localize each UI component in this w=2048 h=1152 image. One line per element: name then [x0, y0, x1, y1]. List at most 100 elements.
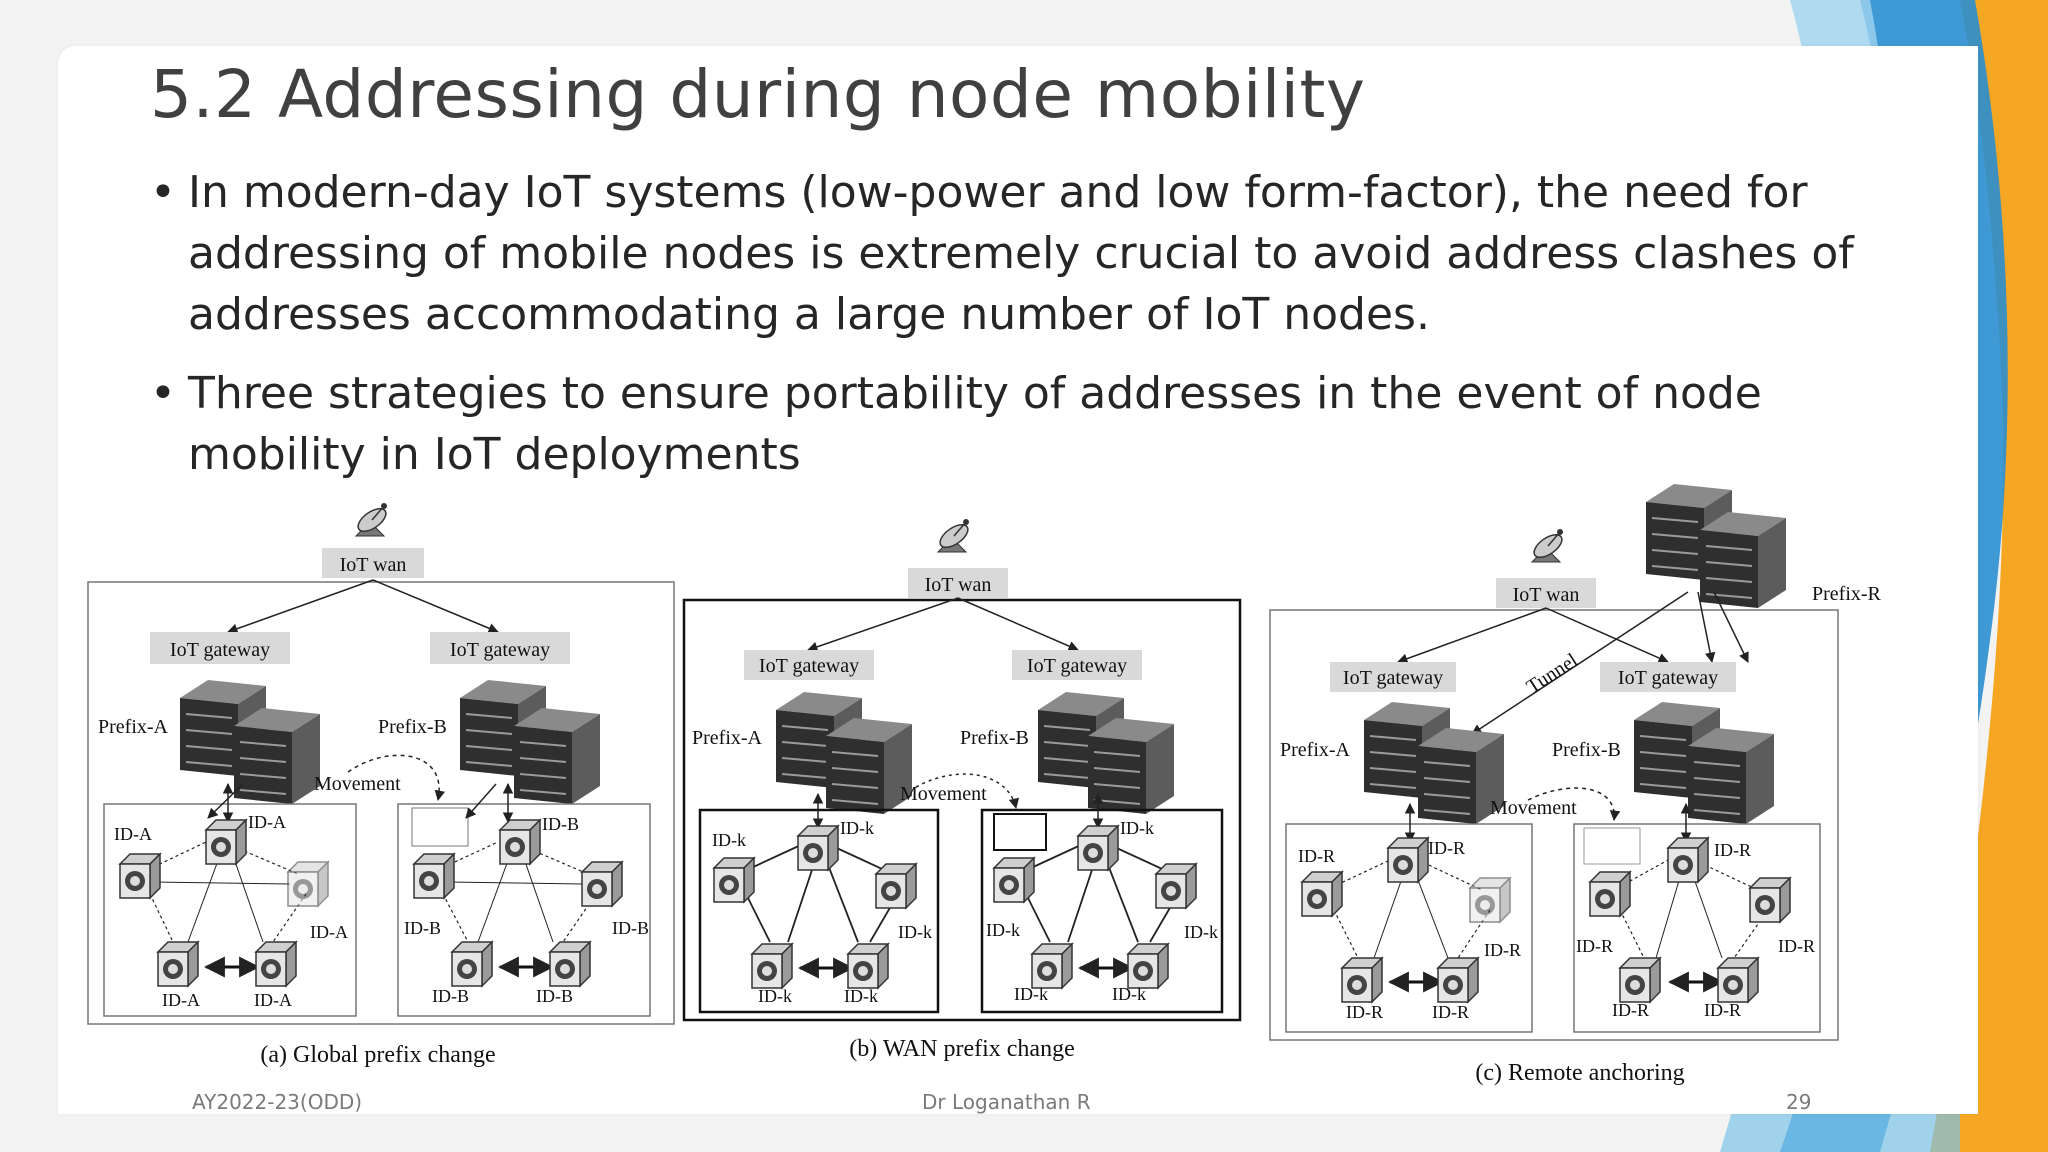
server-icon	[233, 707, 321, 805]
node-id-label: ID-R	[1704, 1000, 1741, 1020]
tunnel-label: Tunnel	[1523, 649, 1582, 698]
bullet-list: In modern-day IoT systems (low-power and…	[150, 162, 1910, 503]
node-id-label: ID-A	[254, 990, 292, 1010]
gateway-label: IoT gateway	[170, 639, 270, 661]
node-id-label: ID-k	[1112, 984, 1146, 1004]
panel-caption: (b) WAN prefix change	[849, 1036, 1074, 1062]
prefix-label: Prefix-A	[98, 716, 169, 738]
iot-node-icon	[119, 853, 161, 899]
node-id-label: ID-R	[1778, 936, 1815, 956]
node-id-label: ID-R	[1714, 840, 1751, 860]
iot-node-icon	[1155, 863, 1197, 909]
node-id-label: ID-k	[712, 830, 746, 850]
node-id-label: ID-k	[1184, 922, 1218, 942]
prefix-label: Prefix-B	[378, 716, 447, 738]
gateway-label: IoT gateway	[759, 655, 859, 677]
iot-node-icon	[549, 941, 591, 987]
node-id-label: ID-R	[1346, 1002, 1383, 1022]
node-id-label: ID-B	[404, 918, 441, 938]
node-id-label: ID-k	[758, 986, 792, 1006]
node-id-label: ID-B	[432, 986, 469, 1006]
wan-label: IoT wan	[925, 574, 992, 596]
node-id-label: ID-R	[1428, 838, 1465, 858]
iot-node-icon	[797, 825, 839, 871]
iot-node-icon	[255, 941, 297, 987]
iot-node-icon	[847, 943, 889, 989]
bullet-item: In modern-day IoT systems (low-power and…	[150, 162, 1910, 345]
bullet-item: Three strategies to ensure portability o…	[150, 363, 1910, 485]
prefix-label: Prefix-B	[960, 727, 1029, 749]
iot-node-icon	[413, 853, 455, 899]
iot-node-icon	[287, 861, 329, 907]
movement-label: Movement	[314, 773, 401, 795]
iot-node-icon	[581, 861, 623, 907]
iot-node-icon	[993, 857, 1035, 903]
server-icon	[1699, 511, 1787, 609]
footer-author: Dr Loganathan R	[922, 1090, 1091, 1114]
node-id-label: ID-R	[1576, 936, 1613, 956]
iot-node-icon	[1619, 957, 1661, 1003]
iot-node-icon	[1437, 957, 1479, 1003]
iot-node-icon	[1031, 943, 1073, 989]
iot-node-icon	[1589, 871, 1631, 917]
satellite-dish-icon	[353, 502, 391, 537]
panel-caption: (c) Remote anchoring	[1475, 1060, 1684, 1086]
iot-node-icon	[1341, 957, 1383, 1003]
prefix-label: Prefix-B	[1552, 739, 1621, 761]
node-id-label: ID-k	[840, 818, 874, 838]
iot-node-icon	[1127, 943, 1169, 989]
slide-title: 5.2 Addressing during node mobility	[150, 56, 1366, 133]
wan-label: IoT wan	[1513, 584, 1580, 606]
node-id-label: ID-A	[248, 812, 286, 832]
node-id-label: ID-B	[536, 986, 573, 1006]
node-id-label: ID-R	[1298, 846, 1335, 866]
gateway-label: IoT gateway	[1027, 655, 1127, 677]
iot-node-icon	[205, 819, 247, 865]
node-id-label: ID-B	[612, 918, 649, 938]
node-id-label: ID-k	[1014, 984, 1048, 1004]
iot-node-icon	[1667, 837, 1709, 883]
node-id-label: ID-k	[986, 920, 1020, 940]
footer-page-number: 29	[1786, 1090, 1812, 1114]
iot-node-icon	[751, 943, 793, 989]
iot-node-icon	[1717, 957, 1759, 1003]
node-id-label: ID-A	[310, 922, 348, 942]
iot-node-icon	[875, 863, 917, 909]
mobility-diagram: IoT wan IoT gateway IoT gateway Prefix-A…	[87, 483, 1882, 1086]
gateway-label: IoT gateway	[450, 639, 550, 661]
movement-label: Movement	[1490, 797, 1577, 819]
server-icon	[1687, 727, 1775, 825]
satellite-dish-icon	[1529, 528, 1567, 563]
prefix-label: Prefix-A	[1280, 739, 1351, 761]
iot-node-icon	[1301, 871, 1343, 917]
iot-node-icon	[451, 941, 493, 987]
iot-node-icon	[499, 819, 541, 865]
server-icon	[1087, 717, 1175, 815]
panel-global-prefix-change: IoT wan IoT gateway IoT gateway Prefix-A…	[87, 502, 675, 1068]
gateway-label: IoT gateway	[1618, 667, 1718, 689]
node-id-label: ID-A	[114, 824, 152, 844]
node-id-label: ID-k	[1120, 818, 1154, 838]
satellite-dish-icon	[935, 518, 973, 553]
server-icon	[513, 707, 601, 805]
prefix-label: Prefix-R	[1812, 583, 1882, 605]
iot-node-icon	[157, 941, 199, 987]
node-id-label: ID-k	[844, 986, 878, 1006]
gateway-label: IoT gateway	[1343, 667, 1443, 689]
node-id-label: ID-R	[1484, 940, 1521, 960]
figure-area: IoT wan IoT gateway IoT gateway Prefix-A…	[58, 482, 1978, 1114]
node-id-label: ID-A	[162, 990, 200, 1010]
iot-node-icon	[1387, 837, 1429, 883]
node-id-label: ID-R	[1432, 1002, 1469, 1022]
movement-label: Movement	[900, 783, 987, 805]
node-id-label: ID-R	[1612, 1000, 1649, 1020]
footer-academic-year: AY2022-23(ODD)	[192, 1090, 363, 1114]
node-id-label: ID-B	[542, 814, 579, 834]
iot-node-icon	[1469, 877, 1511, 923]
prefix-label: Prefix-A	[692, 727, 763, 749]
iot-node-icon	[1749, 877, 1791, 923]
panel-caption: (a) Global prefix change	[260, 1042, 495, 1068]
wan-label: IoT wan	[340, 554, 407, 576]
panel-remote-anchoring: Prefix-R IoT wan Tunnel IoT gateway IoT …	[1269, 483, 1882, 1086]
node-id-label: ID-k	[898, 922, 932, 942]
